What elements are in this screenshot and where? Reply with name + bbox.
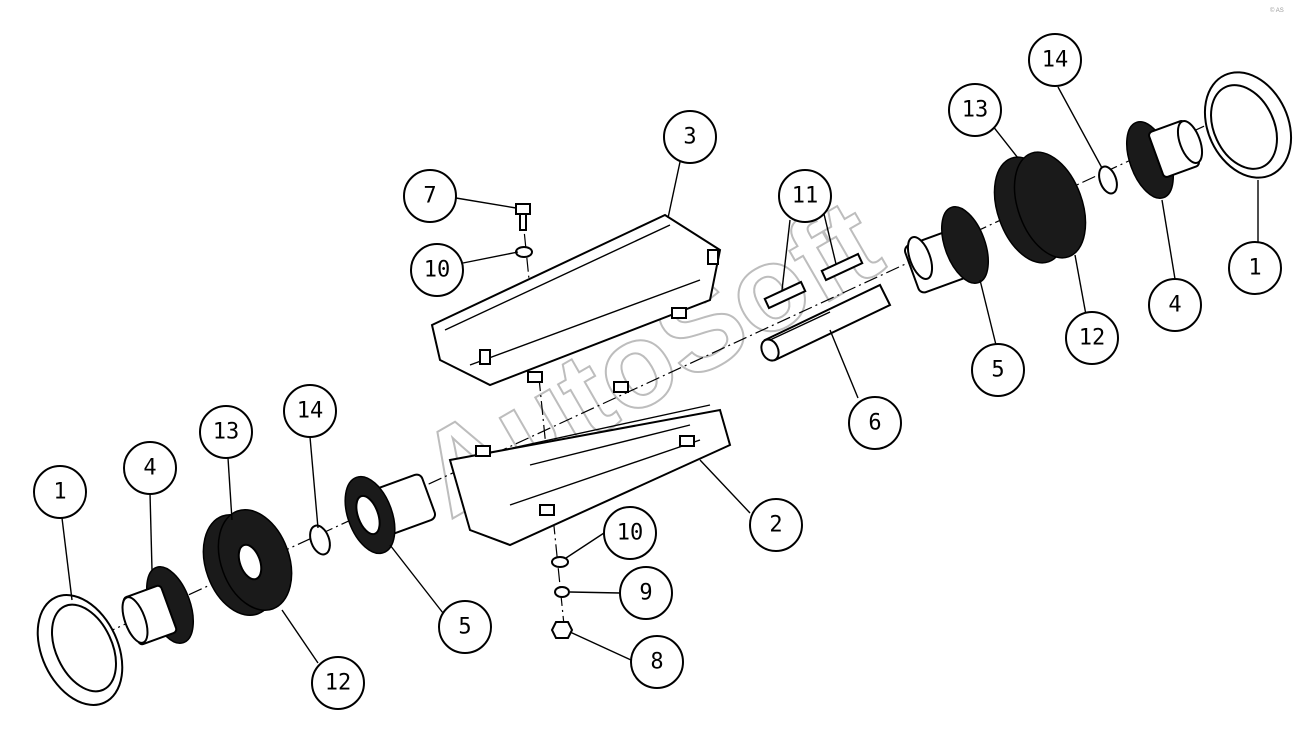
part-washer-upper <box>515 246 533 258</box>
callout-label: 10 <box>617 521 644 546</box>
callout-label: 13 <box>213 420 240 445</box>
part-upper-housing <box>430 213 722 393</box>
part-lower-housing <box>448 404 732 547</box>
callout-c8: 8 <box>630 635 684 689</box>
callout-label: 1 <box>1248 256 1261 281</box>
part-double-sprocket-right <box>993 151 1087 264</box>
corner-mark: © AS <box>1270 7 1284 14</box>
callout-c14b: 14 <box>1028 33 1082 87</box>
callout-c11: 11 <box>778 169 832 223</box>
callout-label: 2 <box>769 513 782 538</box>
callout-c14a: 14 <box>283 384 337 438</box>
callout-label: 3 <box>683 125 696 150</box>
callout-label: 13 <box>962 98 989 123</box>
callout-c13a: 13 <box>199 405 253 459</box>
callout-label: 6 <box>868 411 881 436</box>
part-nut <box>550 621 574 639</box>
callout-c9: 9 <box>619 566 673 620</box>
part-key-left <box>763 280 807 310</box>
callout-c3: 3 <box>663 110 717 164</box>
callout-label: 4 <box>1168 293 1181 318</box>
callout-c10a: 10 <box>410 243 464 297</box>
callout-c12a: 12 <box>311 656 365 710</box>
callout-label: 10 <box>424 258 451 283</box>
part-sprocket-left <box>344 473 437 555</box>
callout-label: 12 <box>325 671 352 696</box>
part-sprocket-hub-left <box>121 566 194 646</box>
part-sprocket-right <box>904 206 989 294</box>
callout-c13b: 13 <box>948 83 1002 137</box>
callout-c12b: 12 <box>1065 311 1119 365</box>
callout-label: 8 <box>650 650 663 675</box>
part-double-sprocket-left <box>202 509 293 616</box>
callout-label: 11 <box>792 184 819 209</box>
callout-c4b: 4 <box>1148 278 1202 332</box>
callout-label: 12 <box>1079 326 1106 351</box>
callout-c5a: 5 <box>438 600 492 654</box>
part-key-right <box>820 252 864 282</box>
callout-label: 9 <box>639 581 652 606</box>
part-shaft <box>760 283 892 362</box>
callout-label: 5 <box>458 615 471 640</box>
part-lock-washer <box>554 586 570 598</box>
callout-c1a: 1 <box>33 465 87 519</box>
callout-leaders <box>61 86 1259 664</box>
part-bolt <box>515 203 531 231</box>
callout-c10b: 10 <box>603 506 657 560</box>
callout-c2: 2 <box>749 498 803 552</box>
part-washer-lower <box>551 556 569 568</box>
callout-c7: 7 <box>403 169 457 223</box>
part-snap-ring-left <box>309 524 331 556</box>
callout-label: 1 <box>53 480 66 505</box>
callout-c1b: 1 <box>1228 241 1282 295</box>
part-sprocket-hub-right <box>1126 120 1204 199</box>
callout-label: 5 <box>991 358 1004 383</box>
callout-label: 14 <box>1042 48 1069 73</box>
callout-label: 4 <box>143 456 156 481</box>
part-ring-right <box>1203 71 1293 179</box>
callout-label: 14 <box>297 399 324 424</box>
callout-c4a: 4 <box>123 441 177 495</box>
callout-c5b: 5 <box>971 343 1025 397</box>
callout-c6: 6 <box>848 396 902 450</box>
callout-label: 7 <box>423 184 436 209</box>
part-snap-ring-right <box>1098 165 1118 195</box>
part-ring-left <box>36 594 124 706</box>
